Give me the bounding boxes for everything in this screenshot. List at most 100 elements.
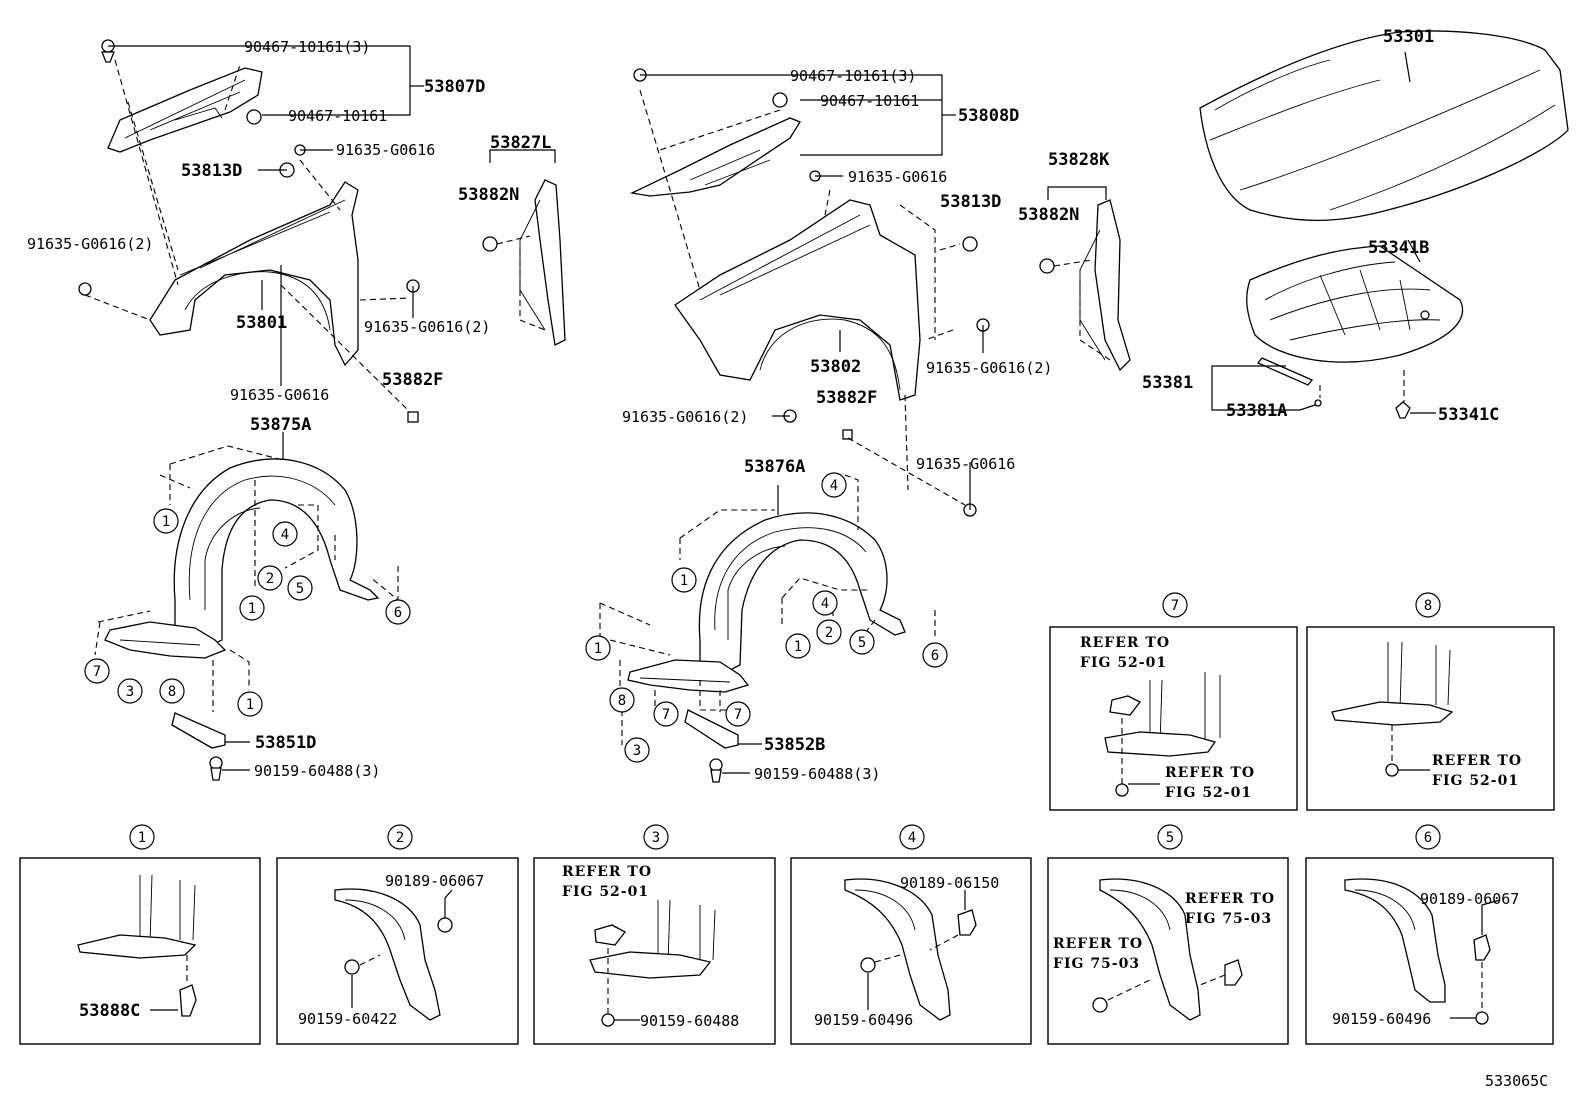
fender-liner-53875A bbox=[173, 458, 380, 651]
label-53341C: 53341C bbox=[1438, 405, 1499, 425]
d6-bottom: 90159-60496 bbox=[1332, 1010, 1431, 1028]
hood-insulator-53341B bbox=[1246, 245, 1464, 363]
label-53875A: 53875A bbox=[250, 415, 311, 435]
label-53807D: 53807D bbox=[424, 77, 485, 97]
callout-3: 3 bbox=[117, 678, 143, 704]
d5-fig-1: FIG 75-03 bbox=[1185, 911, 1272, 927]
svg-text:2: 2 bbox=[396, 830, 404, 846]
detail-box-1: 1 53888C bbox=[19, 824, 261, 1045]
svg-text:6: 6 bbox=[394, 605, 402, 621]
label-91635-g0616-2-left-b: 91635-G0616(2) bbox=[364, 318, 490, 336]
fender-liner-53876A bbox=[698, 512, 906, 676]
front-fender-53802 bbox=[674, 199, 921, 401]
svg-text:5: 5 bbox=[858, 635, 866, 651]
callout-5: 5 bbox=[287, 575, 313, 601]
label-53341B: 53341B bbox=[1368, 238, 1429, 258]
seal-53827L bbox=[482, 149, 566, 346]
d6-top: 90189-06067 bbox=[1420, 890, 1519, 908]
detail-box-6: 6 90189-06067 90159-60496 bbox=[1305, 824, 1554, 1045]
label-53813D-left: 53813D bbox=[181, 161, 242, 181]
label-53851D: 53851D bbox=[255, 733, 316, 753]
d7-refer-1: REFER TO bbox=[1080, 635, 1170, 651]
svg-text:8: 8 bbox=[618, 693, 626, 709]
svg-text:4: 4 bbox=[830, 478, 838, 494]
svg-text:4: 4 bbox=[908, 830, 916, 846]
svg-text:4: 4 bbox=[821, 596, 829, 612]
d4-bottom: 90159-60496 bbox=[814, 1011, 913, 1029]
callout-2: 2 bbox=[816, 619, 842, 645]
d5-fig-2: FIG 75-03 bbox=[1053, 956, 1140, 972]
label-91635-g0616-top-right: 91635-G0616 bbox=[848, 168, 947, 186]
callout-3: 3 bbox=[624, 737, 650, 763]
label-53882N-left: 53882N bbox=[458, 185, 519, 205]
svg-text:8: 8 bbox=[168, 684, 176, 700]
label-90467-10161-right: 90467-10161 bbox=[820, 92, 919, 110]
svg-text:2: 2 bbox=[825, 625, 833, 641]
label-90467-10161-left: 90467-10161 bbox=[288, 107, 387, 125]
svg-text:1: 1 bbox=[162, 514, 170, 530]
callout-1: 1 bbox=[237, 691, 263, 717]
svg-text:1: 1 bbox=[680, 573, 688, 589]
callout-1: 1 bbox=[153, 508, 179, 534]
label-53882N-right: 53882N bbox=[1018, 205, 1079, 225]
label-90159-60488-3-right: 90159-60488(3) bbox=[754, 765, 880, 783]
svg-text:3: 3 bbox=[633, 743, 641, 759]
svg-text:3: 3 bbox=[652, 830, 660, 846]
d3-fig: FIG 52-01 bbox=[562, 884, 649, 900]
callout-4: 4 bbox=[821, 472, 847, 498]
callout-circles-main: 1 4 2 5 1 6 7 3 8 1 4 1 4 2 5 1 6 1 8 7 … bbox=[84, 472, 948, 763]
label-91635-g0616-top-left: 91635-G0616 bbox=[336, 141, 435, 159]
d8-fig: FIG 52-01 bbox=[1432, 773, 1519, 789]
label-53827L: 53827L bbox=[490, 133, 551, 153]
label-90159-60488-3-left: 90159-60488(3) bbox=[254, 762, 380, 780]
left-liner-group bbox=[94, 432, 399, 781]
svg-text:1: 1 bbox=[594, 641, 602, 657]
d1-part: 53888C bbox=[79, 1001, 140, 1021]
label-53882F-right: 53882F bbox=[816, 388, 877, 408]
callout-1: 1 bbox=[785, 633, 811, 659]
label-53301: 53301 bbox=[1383, 27, 1434, 47]
callout-7: 7 bbox=[725, 701, 751, 727]
part-number-labels: 90467-10161(3) 90467-10161 53807D 91635-… bbox=[27, 27, 1499, 783]
label-53813D-right: 53813D bbox=[940, 192, 1001, 212]
svg-text:7: 7 bbox=[734, 707, 742, 723]
detail-box-3: 3 REFER TO FIG 52-01 90159-60488 bbox=[533, 824, 776, 1045]
d7-fig-2: FIG 52-01 bbox=[1165, 785, 1252, 801]
svg-text:4: 4 bbox=[281, 527, 289, 543]
d8-refer: REFER TO bbox=[1432, 753, 1522, 769]
svg-text:2: 2 bbox=[266, 571, 274, 587]
label-91635-g0616-2-right: 91635-G0616(2) bbox=[926, 359, 1052, 377]
right-fender-group bbox=[629, 68, 1054, 517]
d5-refer-2: REFER TO bbox=[1053, 936, 1143, 952]
svg-text:8: 8 bbox=[1424, 598, 1432, 614]
fender-bracket-53808D bbox=[629, 117, 801, 197]
callout-1: 1 bbox=[671, 567, 697, 593]
callout-1: 1 bbox=[239, 595, 265, 621]
label-53381: 53381 bbox=[1142, 373, 1193, 393]
fender-bracket-53807D bbox=[107, 67, 263, 153]
svg-text:7: 7 bbox=[1171, 598, 1179, 614]
d3-bottom: 90159-60488 bbox=[640, 1012, 739, 1030]
hood-53301 bbox=[1199, 30, 1569, 222]
figure-code: 533065C bbox=[1485, 1072, 1548, 1090]
callout-6: 6 bbox=[385, 599, 411, 625]
svg-text:1: 1 bbox=[794, 639, 802, 655]
callout-4: 4 bbox=[812, 590, 838, 616]
callout-6: 6 bbox=[922, 642, 948, 668]
label-53882F-left: 53882F bbox=[382, 370, 443, 390]
d2-top: 90189-06067 bbox=[385, 872, 484, 890]
callout-7: 7 bbox=[84, 658, 110, 684]
svg-text:5: 5 bbox=[296, 581, 304, 597]
d5-refer-1: REFER TO bbox=[1185, 891, 1275, 907]
callout-4: 4 bbox=[272, 521, 298, 547]
label-53801: 53801 bbox=[236, 313, 287, 333]
callout-8: 8 bbox=[609, 687, 635, 713]
label-91635-g0616-2-right-b: 91635-G0616(2) bbox=[622, 408, 748, 426]
detail-box-7: 7 REFER TO FIG 52-01 REFER TO FIG 52-01 bbox=[1049, 592, 1298, 811]
right-liner-group bbox=[599, 474, 936, 783]
left-fender-group bbox=[78, 39, 424, 423]
callout-5: 5 bbox=[849, 629, 875, 655]
svg-text:3: 3 bbox=[126, 684, 134, 700]
detail-box-5: 5 REFER TO FIG 75-03 REFER TO FIG 75-03 bbox=[1047, 824, 1289, 1045]
label-53808D: 53808D bbox=[958, 106, 1019, 126]
